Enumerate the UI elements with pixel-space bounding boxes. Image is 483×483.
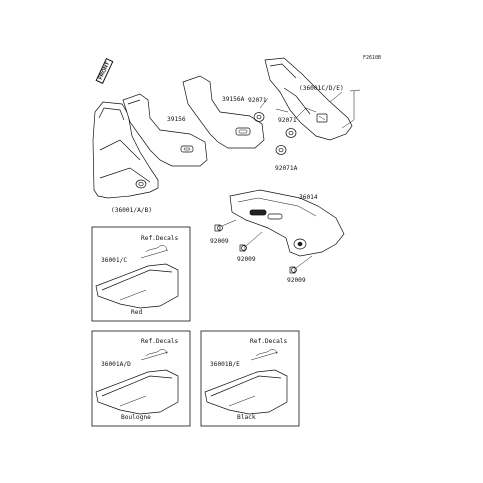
decal-box-boulogne — [91, 330, 191, 427]
label-39156a: 39156A — [222, 96, 245, 103]
bolt-92009-b — [239, 231, 263, 252]
label-36014: 36014 — [299, 194, 318, 201]
bolt-92009-c — [289, 255, 313, 274]
label-92009-c: 92009 — [287, 277, 306, 284]
label-36001-c-d-e: (36001C/D/E) — [299, 85, 344, 92]
side-cover-panel — [92, 101, 159, 199]
figure-code: F2610B — [363, 55, 382, 61]
black-box-ref-label: Ref.Decals — [250, 338, 288, 345]
red-box-ref-label: Ref.Decals — [141, 235, 179, 242]
grommet-92071a — [275, 145, 287, 155]
grommet-92071-top — [253, 112, 265, 122]
chain-cover-36014 — [229, 189, 345, 257]
bracket-plate-39156 — [122, 93, 208, 167]
label-36001-a-b: (36001/A/B) — [111, 207, 152, 214]
red-box-color: Red — [131, 309, 143, 316]
red-box-part-number: 36001/C — [101, 257, 128, 264]
black-box-part-number: 36001B/E — [210, 361, 240, 368]
label-92009-b: 92009 — [237, 256, 256, 263]
side-cover-right — [264, 57, 353, 141]
label-92009-a: 92009 — [210, 238, 229, 245]
decal-box-red — [91, 226, 191, 322]
black-box-color: Black — [237, 414, 256, 421]
boulogne-box-color: Boulogne — [121, 414, 151, 421]
label-92071a: 92071A — [275, 165, 298, 172]
boulogne-box-part-number: 36001A/D — [101, 361, 131, 368]
bracket-plate-39156a — [182, 75, 265, 149]
bolt-92009-a — [214, 219, 237, 232]
label-39156: 39156 — [167, 116, 186, 123]
label-92071-mid: 92071 — [278, 117, 297, 124]
boulogne-box-ref-label: Ref.Decals — [141, 338, 179, 345]
label-92071-top: 92071 — [248, 97, 267, 104]
decal-box-black — [200, 330, 300, 427]
grommet-92071-mid — [285, 128, 297, 138]
